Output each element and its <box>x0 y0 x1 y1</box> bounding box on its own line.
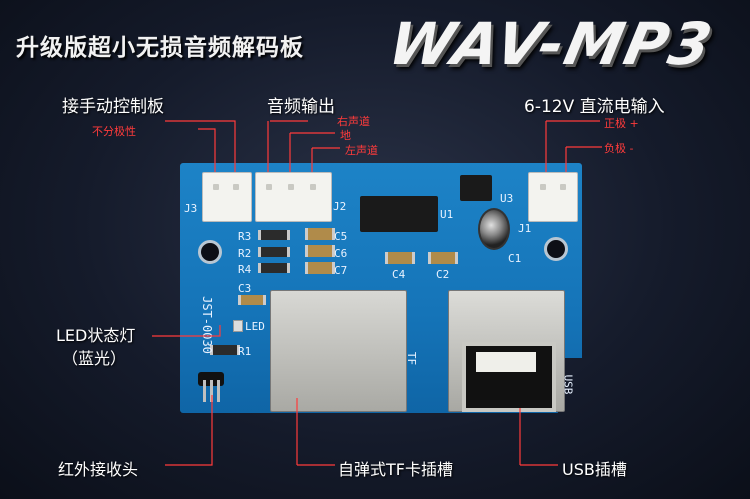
silk-u1: U1 <box>440 208 454 221</box>
pin <box>560 184 566 190</box>
connector-j1 <box>528 172 578 222</box>
capacitor-c5 <box>305 228 335 240</box>
capacitor-c7 <box>305 262 335 274</box>
silk-c7: C7 <box>334 264 348 277</box>
title-chinese: 升级版超小无损音频解码板 <box>16 35 304 61</box>
silk-c5: C5 <box>334 230 348 243</box>
regulator-chip <box>460 175 492 201</box>
pin <box>288 184 294 190</box>
label-audio-out: 音频输出 <box>267 97 335 117</box>
silk-r4: R4 <box>238 263 252 276</box>
usb-port-tongue <box>476 352 536 372</box>
silk-r2: R2 <box>238 247 252 260</box>
silk-c3: C3 <box>238 282 252 295</box>
pin <box>266 184 272 190</box>
silk-led: LED <box>245 320 265 333</box>
resistor-r3 <box>258 230 290 240</box>
electrolytic-capacitor <box>478 208 510 250</box>
decoder-chip <box>360 196 438 232</box>
pin <box>540 184 546 190</box>
label-tf-slot: 自弹式TF卡插槽 <box>338 460 453 479</box>
resistor-r2 <box>258 247 290 257</box>
mount-hole-right <box>544 237 568 261</box>
silk-r3: R3 <box>238 230 252 243</box>
silk-c6: C6 <box>334 247 348 260</box>
silk-c4: C4 <box>392 268 406 281</box>
label-blue-light: （蓝光） <box>62 349 127 368</box>
label-positive: 正极 + <box>604 117 639 130</box>
label-left-channel: 左声道 <box>345 144 378 157</box>
label-ir-receiver: 红外接收头 <box>58 460 139 479</box>
pin <box>310 184 316 190</box>
resistor-r1 <box>210 345 240 355</box>
ir-leg <box>203 380 206 402</box>
connector-j3 <box>202 172 252 222</box>
capacitor-c6 <box>305 245 335 257</box>
capacitor-c2 <box>428 252 458 264</box>
silk-j2: J2 <box>333 200 347 213</box>
ir-leg <box>210 380 213 402</box>
label-ground: 地 <box>340 129 351 142</box>
label-no-polarity: 不分极性 <box>92 125 136 138</box>
status-led <box>233 320 243 332</box>
silk-c1: C1 <box>508 252 522 265</box>
silk-j1: J1 <box>518 222 532 235</box>
label-manual-board: 接手动控制板 <box>62 97 164 117</box>
silk-r1: R1 <box>238 345 252 358</box>
ir-leg <box>217 380 220 402</box>
capacitor-c4 <box>385 252 415 264</box>
capacitor-c3 <box>238 295 266 305</box>
mount-hole-left <box>198 240 222 264</box>
label-led-status: LED状态灯 <box>56 326 136 345</box>
label-power-input: 6-12V 直流电输入 <box>524 97 665 117</box>
tf-card-slot <box>270 290 407 412</box>
silk-u3: U3 <box>500 192 514 205</box>
resistor-r4 <box>258 263 290 273</box>
label-negative: 负极 - <box>604 142 634 155</box>
silk-j3: J3 <box>184 202 198 215</box>
pin <box>213 184 219 190</box>
connector-j2 <box>255 172 332 222</box>
label-right-channel: 右声道 <box>337 115 370 128</box>
pin <box>233 184 239 190</box>
label-usb-slot: USB插槽 <box>562 460 627 479</box>
silk-c2: C2 <box>436 268 450 281</box>
